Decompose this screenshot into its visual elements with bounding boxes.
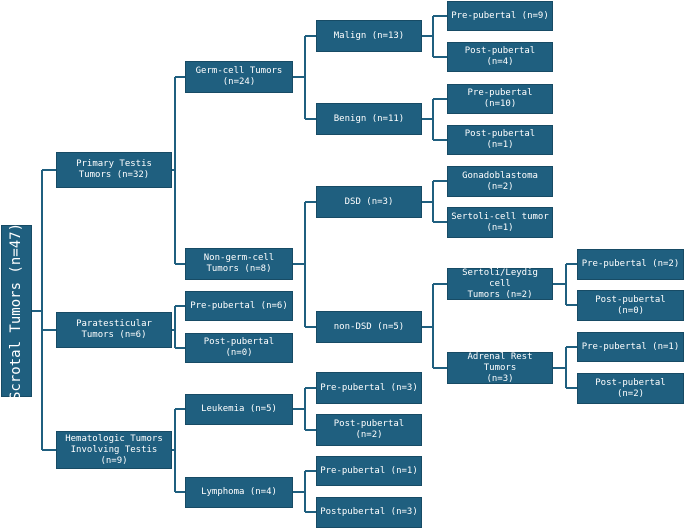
node-adrenal-rest-tumors: Adrenal Rest Tumors (n=3) [447,352,553,384]
node-benign: Benign (n=11) [316,103,422,135]
node-scrotal-tumors-label: Scrotal Tumors (n=47) [8,222,25,400]
node-sertoli-leydig-prepubertal: Pre-pubertal (n=2) [577,249,684,280]
node-dsd: DSD (n=3) [316,186,422,218]
node-paratesticular-postpubertal: Post-pubertal (n=0) [185,333,293,363]
node-lymphoma-postpubertal: Postpubertal (n=3) [316,497,422,528]
node-paratesticular-tumors: Paratesticular Tumors (n=6) [56,312,172,348]
node-primary-testis-tumors: Primary Testis Tumors (n=32) [56,152,172,188]
node-malign-postpubertal: Post-pubertal (n=4) [447,42,553,72]
node-benign-prepubertal: Pre-pubertal (n=10) [447,84,553,114]
node-adrenal-rest-postpubertal: Post-pubertal (n=2) [577,373,684,404]
node-non-germ-cell-tumors: Non-germ-cell Tumors (n=8) [185,248,293,280]
node-sertoli-leydig-tumors: Sertoli/Leydig cell Tumors (n=2) [447,268,553,300]
node-malign-prepubertal: Pre-pubertal (n=9) [447,1,553,31]
node-lymphoma-prepubertal: Pre-pubertal (n=1) [316,456,422,486]
node-non-dsd: non-DSD (n=5) [316,311,422,343]
node-leukemia-postpubertal: Post-pubertal (n=2) [316,414,422,446]
node-gonadoblastoma: Gonadoblastoma (n=2) [447,166,553,197]
node-hematologic-tumors: Hematologic Tumors Involving Testis (n=9… [56,431,172,469]
node-leukemia: Leukemia (n=5) [185,394,293,425]
node-leukemia-prepubertal: Pre-pubertal (n=3) [316,372,422,404]
node-lymphoma: Lymphoma (n=4) [185,477,293,508]
node-paratesticular-prepubertal: Pre-pubertal (n=6) [185,291,293,321]
node-sertoli-leydig-postpubertal: Post-pubertal (n=0) [577,290,684,321]
node-benign-postpubertal: Post-pubertal (n=1) [447,125,553,155]
node-germ-cell-tumors: Germ-cell Tumors (n=24) [185,61,293,93]
node-scrotal-tumors: Scrotal Tumors (n=47) [1,222,32,400]
node-malign: Malign (n=13) [316,20,422,52]
node-sertoli-cell-tumor: Sertoli-cell tumor (n=1) [447,207,553,238]
node-adrenal-rest-prepubertal: Pre-pubertal (n=1) [577,332,684,362]
